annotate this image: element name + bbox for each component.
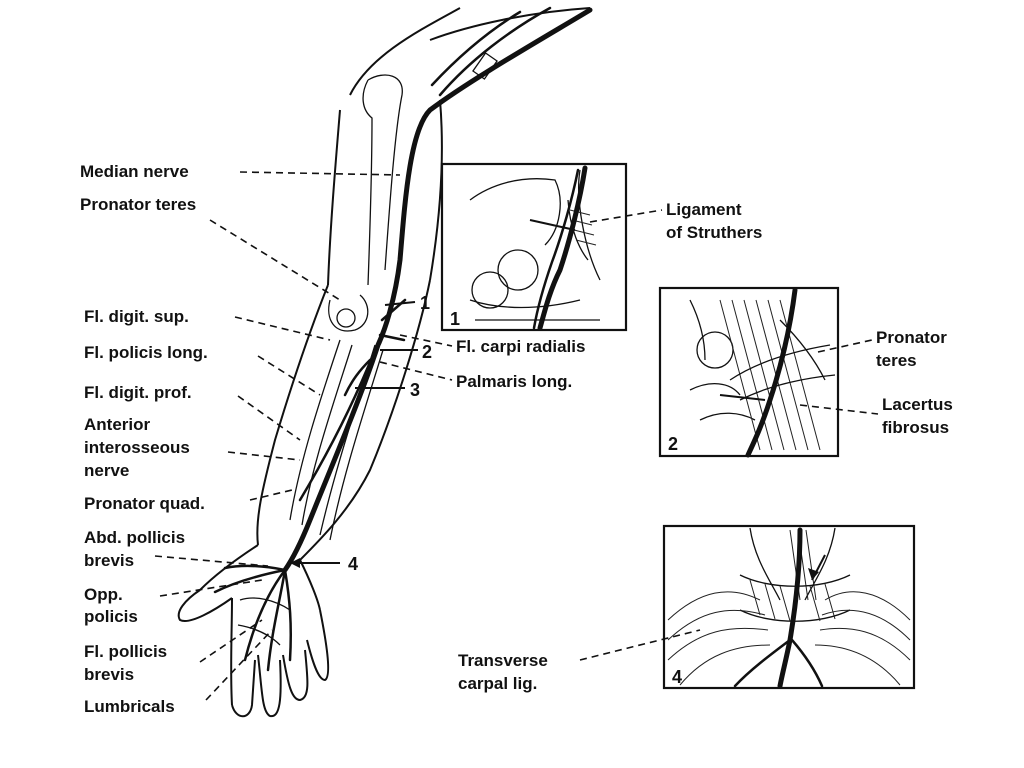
label-fl-digit-sup: Fl. digit. sup. — [84, 307, 331, 341]
svg-text:interosseous: interosseous — [84, 438, 190, 457]
inset-4-number: 4 — [672, 667, 682, 687]
marker-3: 3 — [355, 380, 420, 400]
label-fl-policis-long: Fl. policis long. — [84, 343, 321, 396]
svg-text:Transverse: Transverse — [458, 651, 548, 670]
svg-text:brevis: brevis — [84, 665, 134, 684]
svg-text:carpal lig.: carpal lig. — [458, 674, 537, 693]
svg-text:Lumbricals: Lumbricals — [84, 697, 175, 716]
label-palmaris-long: Palmaris long. — [379, 361, 572, 391]
marker-2-label: 2 — [422, 342, 432, 362]
label-lumbricals: Lumbricals — [84, 629, 273, 716]
marker-4-label: 4 — [348, 554, 358, 574]
svg-text:Fl. carpi radialis: Fl. carpi radialis — [456, 337, 585, 356]
inset-2-number: 2 — [668, 434, 678, 454]
marker-2: 2 — [380, 342, 432, 362]
svg-text:brevis: brevis — [84, 551, 134, 570]
label-abd-pollicis-brevis: Abd. pollicis brevis — [84, 528, 269, 570]
svg-text:Fl. digit. prof.: Fl. digit. prof. — [84, 383, 192, 402]
label-opp-policis: Opp. policis — [84, 579, 263, 626]
label-pronator-quad: Pronator quad. — [84, 489, 293, 513]
marker-3-label: 3 — [410, 380, 420, 400]
marker-4: 4 — [290, 554, 358, 574]
svg-text:Anterior: Anterior — [84, 415, 151, 434]
label-median-nerve: Median nerve — [80, 162, 401, 181]
svg-text:Fl. digit. sup.: Fl. digit. sup. — [84, 307, 189, 326]
label-ligament-of-struthers: Ligament of Struthers — [589, 200, 762, 242]
inset-1: 1 — [440, 162, 628, 332]
label-transverse-carpal-lig: Transverse carpal lig. — [458, 629, 701, 693]
svg-text:Ligament: Ligament — [666, 200, 742, 219]
svg-text:Abd. pollicis: Abd. pollicis — [84, 528, 185, 547]
svg-text:teres: teres — [876, 351, 917, 370]
label-fl-digit-prof: Fl. digit. prof. — [84, 383, 301, 441]
svg-text:fibrosus: fibrosus — [882, 418, 949, 437]
svg-text:Lacertus: Lacertus — [882, 395, 953, 414]
label-lacertus-fibrosus: Lacertus fibrosus — [799, 395, 953, 437]
svg-text:policis: policis — [84, 607, 138, 626]
label-fl-carpi-radialis: Fl. carpi radialis — [399, 334, 585, 356]
marker-1: 1 — [384, 293, 430, 313]
label-pronator-teres: Pronator teres — [80, 195, 341, 301]
svg-text:Fl. policis long.: Fl. policis long. — [84, 343, 208, 362]
svg-text:Pronator teres: Pronator teres — [80, 195, 196, 214]
inset-1-number: 1 — [450, 309, 460, 329]
svg-text:of Struthers: of Struthers — [666, 223, 762, 242]
svg-text:Pronator quad.: Pronator quad. — [84, 494, 205, 513]
marker-1-label: 1 — [420, 293, 430, 313]
arm-illustration — [177, 6, 593, 718]
label-fl-pollicis-brevis: Fl. pollicis brevis — [84, 619, 263, 684]
svg-text:Median nerve: Median nerve — [80, 162, 189, 181]
svg-text:Palmaris long.: Palmaris long. — [456, 372, 572, 391]
inset-4: 4 — [662, 524, 916, 690]
label-anterior-interosseous-nerve: Anterior interosseous nerve — [84, 415, 301, 480]
svg-text:Opp.: Opp. — [84, 585, 123, 604]
inset-2: 2 — [658, 286, 840, 458]
label-pronator-teres-inset: Pronator teres — [817, 328, 947, 370]
svg-text:Fl. pollicis: Fl. pollicis — [84, 642, 167, 661]
svg-text:nerve: nerve — [84, 461, 129, 480]
svg-text:Pronator: Pronator — [876, 328, 947, 347]
